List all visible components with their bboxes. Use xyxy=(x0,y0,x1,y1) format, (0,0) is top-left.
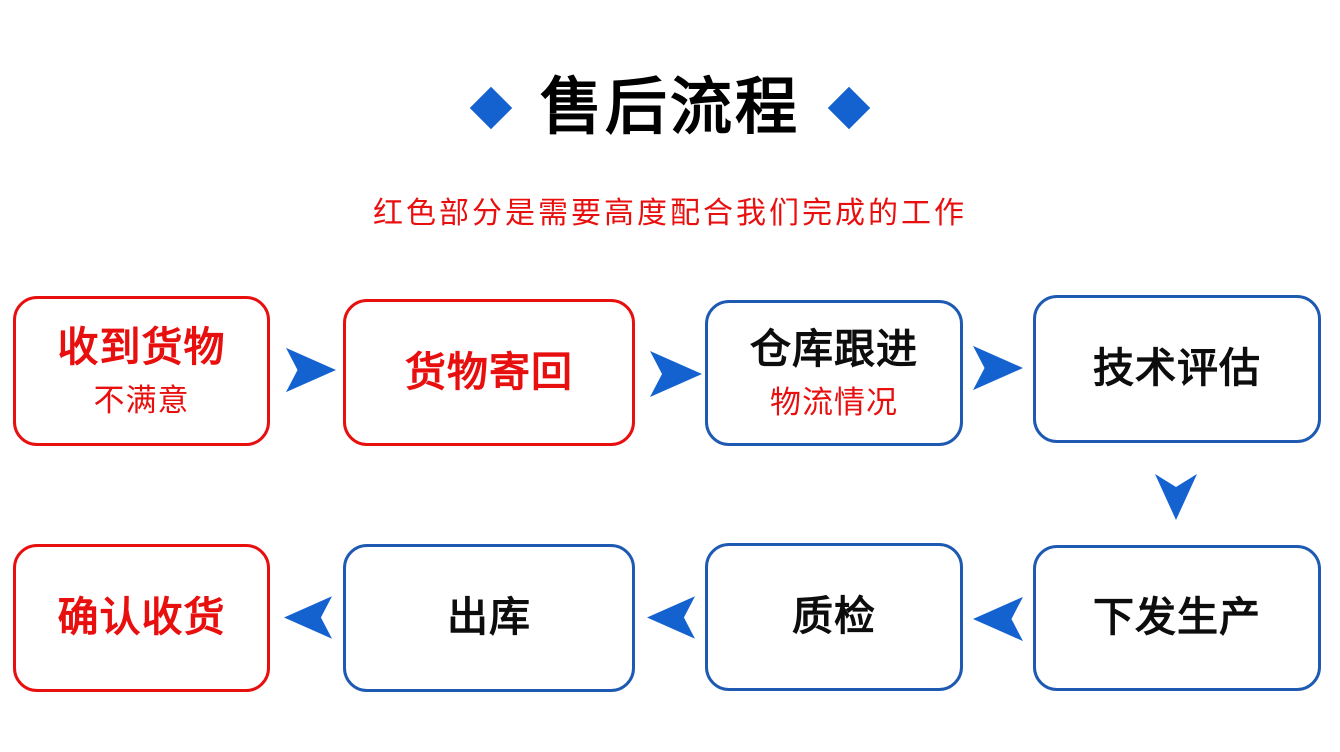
flow-node-issue-production: 下发生产 xyxy=(1033,545,1321,691)
flow-node-technical-evaluation: 技术评估 xyxy=(1033,295,1321,443)
arrow-left-icon xyxy=(973,596,1023,642)
node-label: 货物寄回 xyxy=(405,348,573,395)
arrow-left-icon xyxy=(284,596,332,639)
node-label: 质检 xyxy=(792,593,876,640)
arrow-down-icon xyxy=(1155,474,1197,520)
node-label: 出库 xyxy=(447,594,531,641)
flow-node-confirm-receipt: 确认收货 xyxy=(13,544,270,692)
node-label: 下发生产 xyxy=(1093,594,1261,641)
page-title: 售后流程 xyxy=(539,73,800,142)
node-sublabel: 不满意 xyxy=(93,382,190,418)
page-header: 售后流程 xyxy=(0,73,1340,142)
diamond-icon xyxy=(469,86,513,130)
arrow-right-icon xyxy=(286,347,336,393)
arrow-right-icon xyxy=(973,345,1023,391)
node-label: 仓库跟进 xyxy=(750,326,918,373)
arrow-right-icon xyxy=(650,351,702,397)
flow-node-warehouse-follow-up: 仓库跟进 物流情况 xyxy=(705,300,963,446)
node-sublabel: 物流情况 xyxy=(770,384,898,420)
arrow-left-icon xyxy=(647,596,695,639)
node-label: 技术评估 xyxy=(1093,345,1261,392)
node-label: 确认收货 xyxy=(57,594,226,641)
page-subtitle: 红色部分是需要高度配合我们完成的工作 xyxy=(373,197,967,230)
flow-node-quality-inspection: 质检 xyxy=(705,543,963,691)
node-label: 收到货物 xyxy=(57,324,226,371)
flow-node-outbound: 出库 xyxy=(343,544,635,692)
diamond-icon xyxy=(827,86,871,130)
flow-node-receive-goods: 收到货物 不满意 xyxy=(13,296,270,446)
flow-node-return-goods: 货物寄回 xyxy=(343,299,635,446)
